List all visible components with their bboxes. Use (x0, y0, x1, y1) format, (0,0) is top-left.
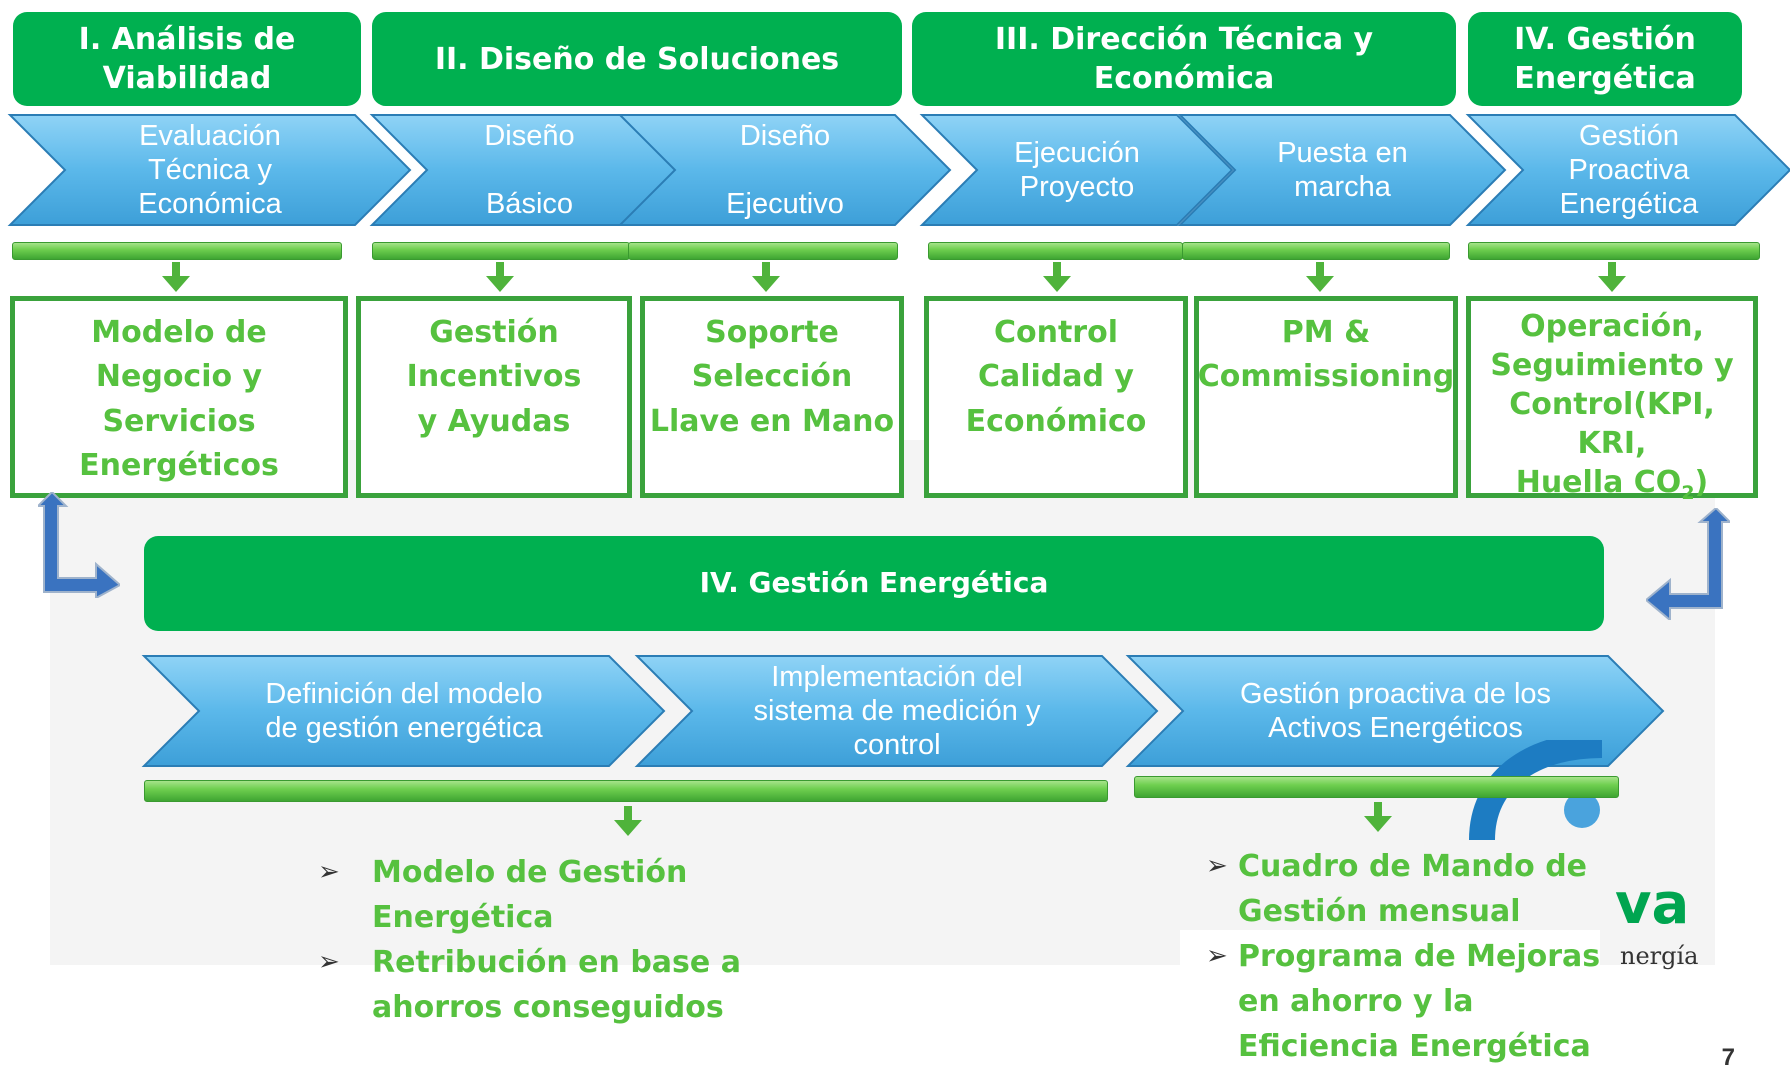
corner-arrow-left-icon (38, 492, 120, 598)
connector-bar (12, 242, 342, 260)
connector-bar (928, 242, 1183, 260)
left-bullet-list: ➢Modelo de Gestión Energética ➢Retribuci… (318, 850, 878, 1030)
connector-bar (372, 242, 630, 260)
output-box-operacion: Operación, Seguimiento y Control(KPI, KR… (1466, 296, 1758, 504)
phase-header-gestion: IV. Gestión Energética (1468, 12, 1742, 106)
step-chevron-gestion-proactiva: Gestión Proactiva Energética (1465, 114, 1790, 226)
list-item: ➢Programa de Mejoras en ahorro y la Efic… (1206, 939, 1601, 1064)
list-item: ➢Retribución en base a ahorros conseguid… (318, 945, 741, 1025)
page-number: 7 (1721, 1044, 1735, 1071)
energy-management-banner: IV. Gestión Energética (144, 536, 1604, 631)
lower-step-definicion: Definición del modelo de gestión energét… (141, 655, 666, 767)
down-arrow-icon (162, 262, 190, 292)
connector-bar (1468, 242, 1760, 260)
output-box-modelo-negocio: Modelo de Negocio y Servicios Energético… (10, 296, 348, 498)
lower-step-implementacion: Implementación del sistema de medición y… (634, 655, 1159, 767)
connector-bar (144, 780, 1108, 802)
output-box-incentivos: Gestión Incentivos y Ayudas (356, 296, 632, 498)
connector-bar (1134, 776, 1619, 798)
logo-icon (1469, 740, 1603, 840)
phase-header-direccion: III. Dirección Técnica y Económica (912, 12, 1456, 106)
down-arrow-icon (1306, 262, 1334, 292)
step-chevron-puesta-marcha: Puesta en marcha (1177, 114, 1507, 226)
step-chevron-ejecucion: Ejecución Proyecto (919, 114, 1234, 226)
output-box-llave-en-mano: Soporte Selección Llave en Mano (640, 296, 904, 498)
down-arrow-icon (1598, 262, 1626, 292)
output-box-commissioning: PM & Commissioning (1194, 296, 1458, 498)
phase-header-analisis: I. Análisis de Viabilidad (13, 12, 361, 106)
down-arrow-icon (486, 262, 514, 292)
list-item: ➢Modelo de Gestión Energética (318, 855, 688, 935)
right-bullet-list: ➢Cuadro de Mando de Gestión mensual ➢Pro… (1206, 844, 1626, 1069)
output-box-control-calidad: Control Calidad y Económico (924, 296, 1188, 498)
step-chevron-diseno-ejecutivo: Diseño Ejecutivo (617, 114, 952, 226)
down-arrow-icon (1364, 802, 1392, 832)
down-arrow-icon (752, 262, 780, 292)
down-arrow-icon (1043, 262, 1071, 292)
step-chevron-evaluacion: Evaluación Técnica y Económica (7, 114, 412, 226)
down-arrow-icon (614, 806, 642, 836)
connector-bar (1182, 242, 1450, 260)
list-item: ➢Cuadro de Mando de Gestión mensual (1206, 849, 1588, 929)
connector-bar (628, 242, 898, 260)
lower-step-gestion-proactiva: Gestión proactiva de los Activos Energét… (1125, 655, 1665, 767)
step-chevron-diseno-basico: Diseño Básico (369, 114, 689, 226)
background-panel (1180, 930, 1600, 1077)
logo-wordmark: va (1615, 872, 1690, 937)
logo-tagline: nergía (1620, 942, 1699, 970)
corner-arrow-right-icon (1646, 508, 1730, 620)
phase-header-diseno: II. Diseño de Soluciones (372, 12, 902, 106)
